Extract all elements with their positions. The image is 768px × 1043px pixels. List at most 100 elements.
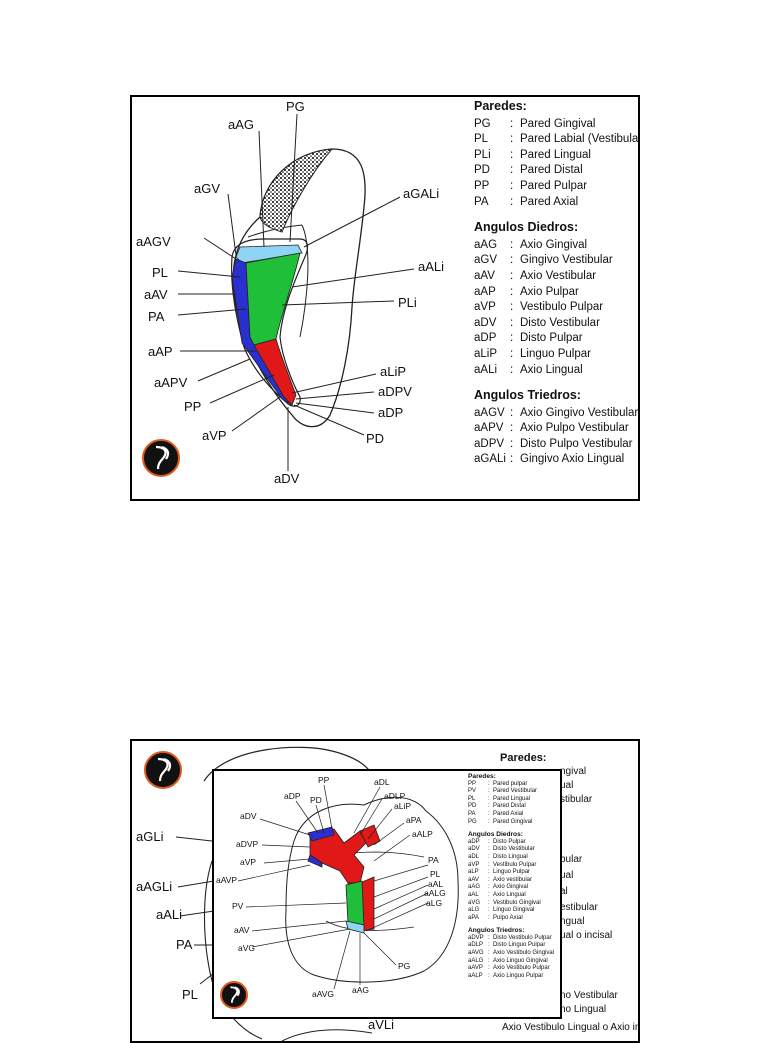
inset-blue-wall-1 [307, 826, 335, 842]
legend-term: Axio Lingual [520, 363, 583, 376]
bottom-diagram-panel: aGLi aAGLi aALi PA PL aVLi Paredes: ngiv… [130, 739, 640, 1043]
inset-label-aDLP: aDLP [384, 791, 406, 801]
legend-abbr: PV [468, 788, 477, 795]
legend-abbr: aAG [468, 884, 481, 891]
tooth-inner-outline [247, 224, 309, 338]
inset-label-aDV: aDV [240, 811, 257, 821]
legend-term: Pulpo Axial [493, 914, 523, 921]
legend-term: Axio Linguo Gingival [493, 957, 548, 964]
inset-leader-lines [237, 784, 429, 990]
legend-separator: : [488, 803, 490, 810]
axial-wall-green [245, 252, 301, 346]
legend-separator: : [488, 810, 490, 817]
label-aGALi: aGALi [403, 186, 439, 201]
legend-row: PG:Pared Gingival [468, 819, 554, 827]
label-aGV: aGV [194, 181, 220, 196]
legend-abbr: aDP [474, 332, 497, 345]
legend-term: Vestibulo Pulpar [493, 861, 537, 868]
label-aAP: aAP [148, 344, 173, 359]
legend-abbr: aDPV [474, 437, 505, 450]
legend-abbr: aAV [474, 269, 495, 282]
label-PD: PD [366, 431, 384, 446]
legend-separator: : [510, 316, 514, 329]
legend-abbr: aDV [468, 846, 480, 853]
legend-row: PLi:Pared Lingual [474, 148, 638, 164]
top-tooth-diagram: aAG PG aGV aGALi aAGV aALi PL aAV PLi PA… [136, 99, 444, 486]
legend-term: Pared Vestibular [493, 788, 538, 795]
inset-dihedral-title: Angulos Diedros: [468, 831, 523, 839]
legend-row: aAV:Axio vestibular [468, 877, 554, 885]
legend-term: Vestibulo Gingival [493, 899, 541, 906]
legend-row: aALi:Axio Lingual [474, 363, 638, 379]
walls-title: Paredes: [474, 99, 527, 113]
legend-abbr: aGALi [474, 453, 506, 466]
legend-row: aGV:Gingivo Vestibular [474, 253, 638, 269]
legend-abbr: aAV [468, 876, 479, 883]
legend-abbr: aALG [468, 957, 484, 964]
label-aDV: aDV [274, 471, 300, 486]
inset-label-PA: PA [428, 855, 439, 865]
legend-term: Gingivo Axio Lingual [520, 453, 625, 466]
legend-term: Disto Lingual [493, 853, 528, 860]
legend-term: Linguo Pulpar [520, 347, 591, 360]
inset-label-aALP: aALP [412, 829, 433, 839]
legend-row: aGALi:Gingivo Axio Lingual [474, 452, 638, 468]
legend-term: Axio Linguo Pulpar [493, 972, 544, 979]
dihedral-title: Angulos Diedros: [474, 220, 579, 235]
legend-separator: : [488, 950, 490, 957]
legend-abbr: PL [468, 795, 476, 802]
inset-label-aLG: aLG [426, 898, 442, 908]
legend-term: Pared pulpar [493, 780, 528, 787]
label-aALi: aALi [418, 259, 444, 274]
legend-term: Axio vestibular [493, 876, 533, 883]
label-PLi: PLi [398, 295, 417, 310]
legend-term: Pared Pulpar [520, 179, 588, 192]
legend-separator: : [488, 876, 490, 883]
label-aDP: aDP [378, 405, 403, 420]
legend-row: PD:Pared Distal [468, 803, 554, 811]
legend-row: aDPV:Disto Pulpo Vestibular [474, 437, 638, 453]
legend-row: aDP:Disto Pulpar [474, 331, 638, 347]
stippled-enamel [259, 148, 334, 233]
inset-tooth-diagram: PP aDL aDP aDLP PD aLiP aDV aPA aALP aDV… [216, 775, 459, 999]
legend-row: PA:Pared Axial [474, 195, 638, 211]
legend-separator: : [510, 195, 514, 208]
bg-partial-text: Axio Vestibulo Lingual o Axio incisal [502, 1022, 640, 1033]
inset-label-aAL: aAL [428, 879, 443, 889]
inset-label-aALG: aALG [424, 888, 446, 898]
legend-row: aDLP:Disto Linguo Pulpar [468, 942, 554, 950]
legend-row: PP:Pared pulpar [468, 781, 554, 789]
legend-row: aAG:Axio Gingival [474, 238, 638, 254]
legend-term: Axio Gingival [493, 884, 529, 891]
legend-abbr: aDP [468, 838, 480, 845]
legend-row: PP:Pared Pulpar [474, 179, 638, 195]
legend-row: PL:Pared Labial (Vestibular) [474, 132, 638, 148]
bg-label-aALi: aALi [156, 907, 182, 922]
legend-abbr: aLP [468, 869, 479, 876]
legend-separator: : [510, 117, 514, 130]
legend-separator: : [510, 363, 514, 376]
bg-partial-text: ual [560, 870, 574, 881]
inset-label-aDL: aDL [374, 777, 390, 787]
inset-label-aDP: aDP [284, 791, 301, 801]
bg-partial-text: ngival [560, 766, 587, 777]
inset-label-PD: PD [310, 795, 322, 805]
legend-term: Disto Vestibular [520, 316, 600, 329]
bg-partial-text: estibular [560, 902, 598, 913]
legend-separator: : [488, 957, 490, 964]
legend-separator: : [510, 437, 514, 450]
legend-abbr: aDV [474, 316, 497, 329]
bg-label-PL: PL [182, 987, 198, 1002]
label-aAPV: aAPV [154, 375, 188, 390]
label-aAGV: aAGV [136, 234, 171, 249]
inset-label-aLiP: aLiP [394, 801, 411, 811]
legend-separator: : [488, 972, 490, 979]
label-aLiP: aLiP [380, 364, 406, 379]
legend-abbr: PLi [474, 148, 491, 161]
legend-separator: : [488, 788, 490, 795]
legend-term: Pared Distal [520, 164, 583, 177]
legend-term: Disto Vestibular [493, 846, 535, 853]
